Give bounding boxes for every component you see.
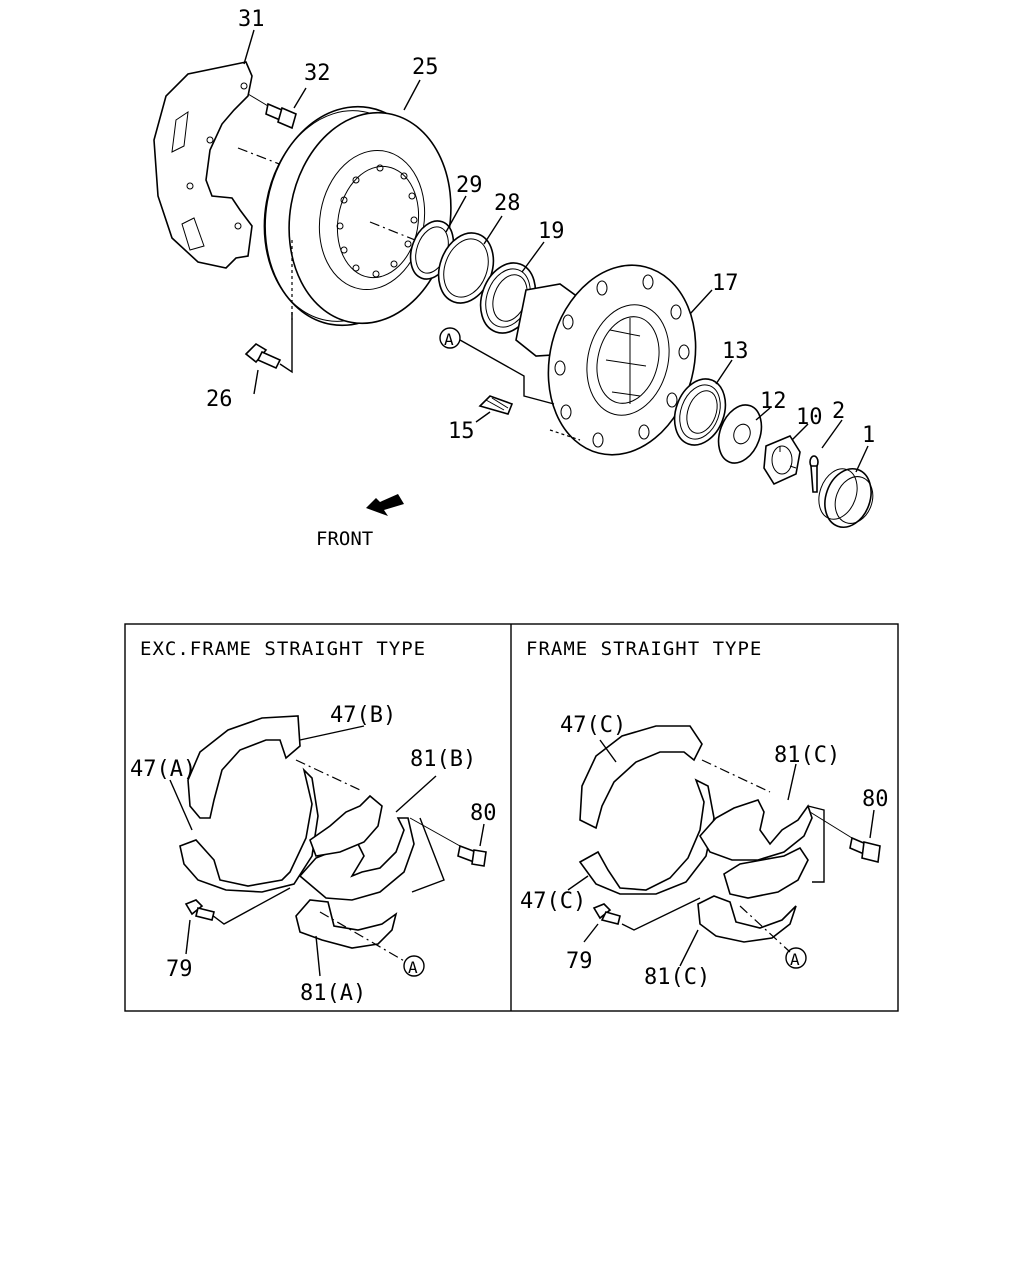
label-15: 15	[448, 419, 475, 444]
svg-text:A: A	[790, 950, 800, 969]
right-label-47c-top: 47(C)	[560, 713, 626, 738]
left-label-81a: 81(A)	[300, 981, 366, 1006]
bearing-13-part	[673, 378, 727, 446]
right-label-79: 79	[566, 949, 593, 974]
label-28: 28	[494, 191, 521, 216]
svg-text:A: A	[408, 958, 418, 977]
label-17: 17	[712, 271, 739, 296]
frame-straight-panel: FRAME STRAIGHT TYPE 47(C) 81(C) 80 47(C)…	[520, 638, 889, 990]
hub-part	[515, 264, 697, 456]
washer-part	[717, 404, 763, 464]
label-29: 29	[456, 173, 483, 198]
leader-lines	[243, 29, 869, 473]
label-2: 2	[832, 399, 845, 424]
label-19: 19	[538, 219, 565, 244]
label-10: 10	[796, 405, 823, 430]
castle-nut-part	[763, 435, 801, 486]
exc-frame-straight-panel: EXC.FRAME STRAIGHT TYPE 47(B) 47(A) 81(B…	[130, 638, 497, 1006]
reference-a-marker: A	[439, 327, 461, 349]
right-label-80: 80	[862, 787, 889, 812]
label-31: 31	[238, 7, 265, 32]
frame-straight-title: FRAME STRAIGHT TYPE	[526, 638, 762, 660]
front-label: FRONT	[316, 528, 373, 550]
label-25: 25	[412, 55, 439, 80]
left-label-47a: 47(A)	[130, 757, 196, 782]
label-26: 26	[206, 387, 233, 412]
upper-exploded-view: 31 32 25 29 28 19 17 13 12 10 2 1 26 15 …	[153, 7, 875, 550]
cotter-pin-part	[809, 455, 819, 493]
label-1: 1	[862, 423, 875, 448]
label-13: 13	[722, 339, 749, 364]
left-reference-a-marker: A	[403, 955, 425, 977]
left-label-80: 80	[470, 801, 497, 826]
svg-text:A: A	[444, 330, 454, 349]
label-12: 12	[760, 389, 787, 414]
left-label-81b: 81(B)	[410, 747, 476, 772]
hub-cap-part	[818, 468, 874, 528]
right-reference-a-marker: A	[785, 947, 807, 969]
right-label-81c-bottom: 81(C)	[644, 965, 710, 990]
left-label-79: 79	[166, 957, 193, 982]
brake-disc-part	[263, 105, 452, 327]
right-label-47c-bottom: 47(C)	[520, 889, 586, 914]
right-label-81c-top: 81(C)	[774, 743, 840, 768]
left-label-47b: 47(B)	[330, 703, 396, 728]
hub-stud-part	[478, 395, 514, 415]
front-arrow-icon	[366, 494, 404, 516]
disc-bolt-part	[244, 312, 293, 374]
exc-frame-straight-title: EXC.FRAME STRAIGHT TYPE	[140, 638, 426, 660]
label-32: 32	[304, 61, 331, 86]
bolt-part	[247, 93, 297, 130]
